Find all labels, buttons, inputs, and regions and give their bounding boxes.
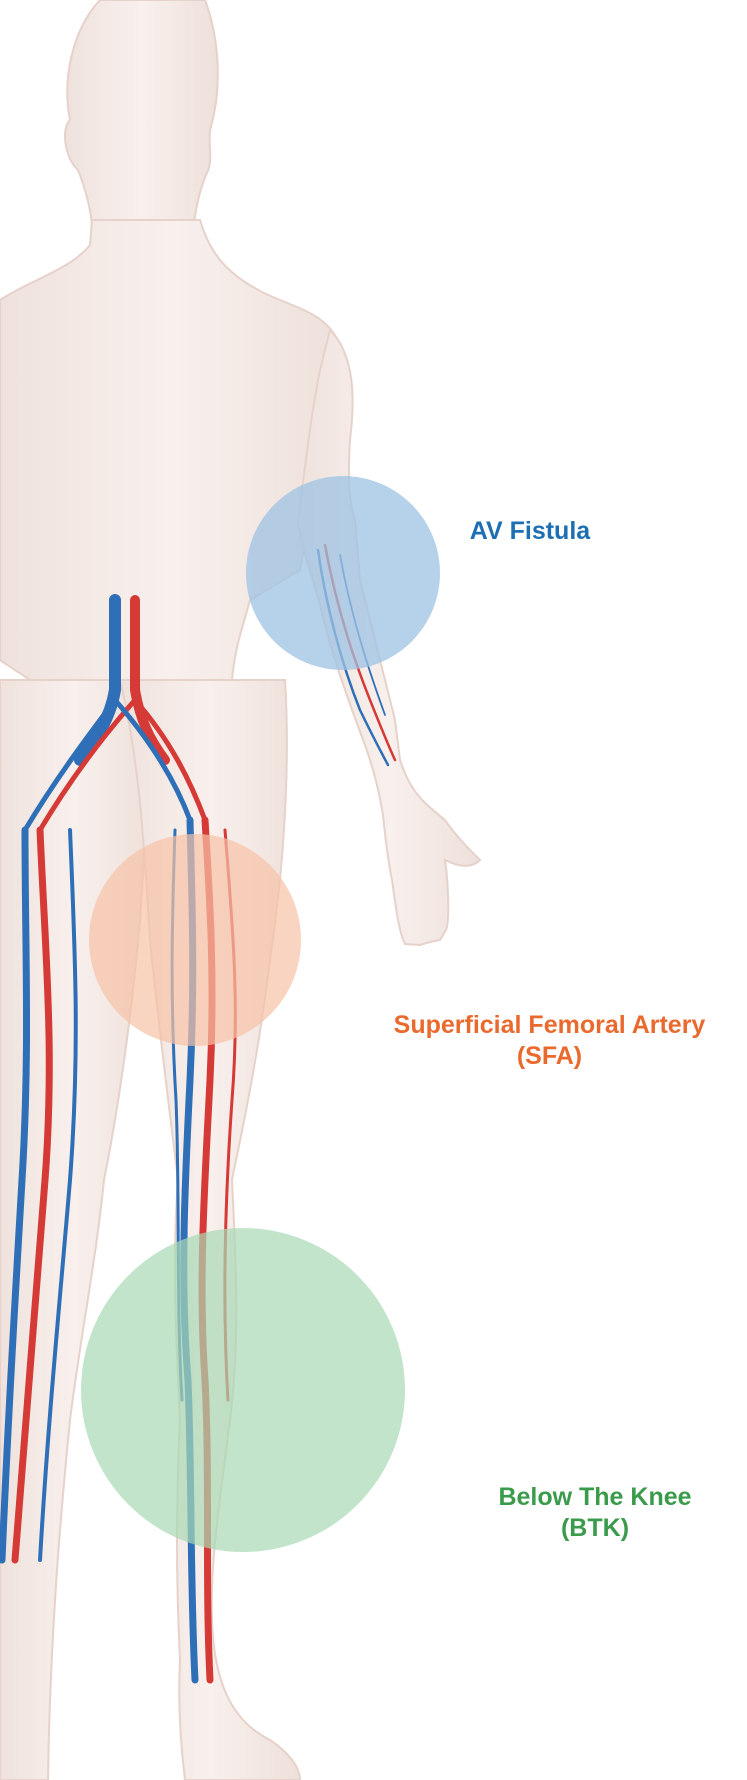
btk-label-line2: (BTK) [470,1513,720,1544]
av-fistula-label-text: AV Fistula [445,516,615,547]
av-fistula-circle [246,476,440,670]
head [65,0,218,225]
btk-label: Below The Knee (BTK) [470,1482,720,1544]
sfa-label-line1: Superficial Femoral Artery [352,1010,747,1041]
sfa-circle [89,834,301,1046]
btk-circle [81,1228,405,1552]
sfa-label-line2: (SFA) [352,1041,747,1072]
sfa-label: Superficial Femoral Artery (SFA) [352,1010,747,1072]
btk-label-line1: Below The Knee [470,1482,720,1513]
av-fistula-label: AV Fistula [445,516,615,547]
